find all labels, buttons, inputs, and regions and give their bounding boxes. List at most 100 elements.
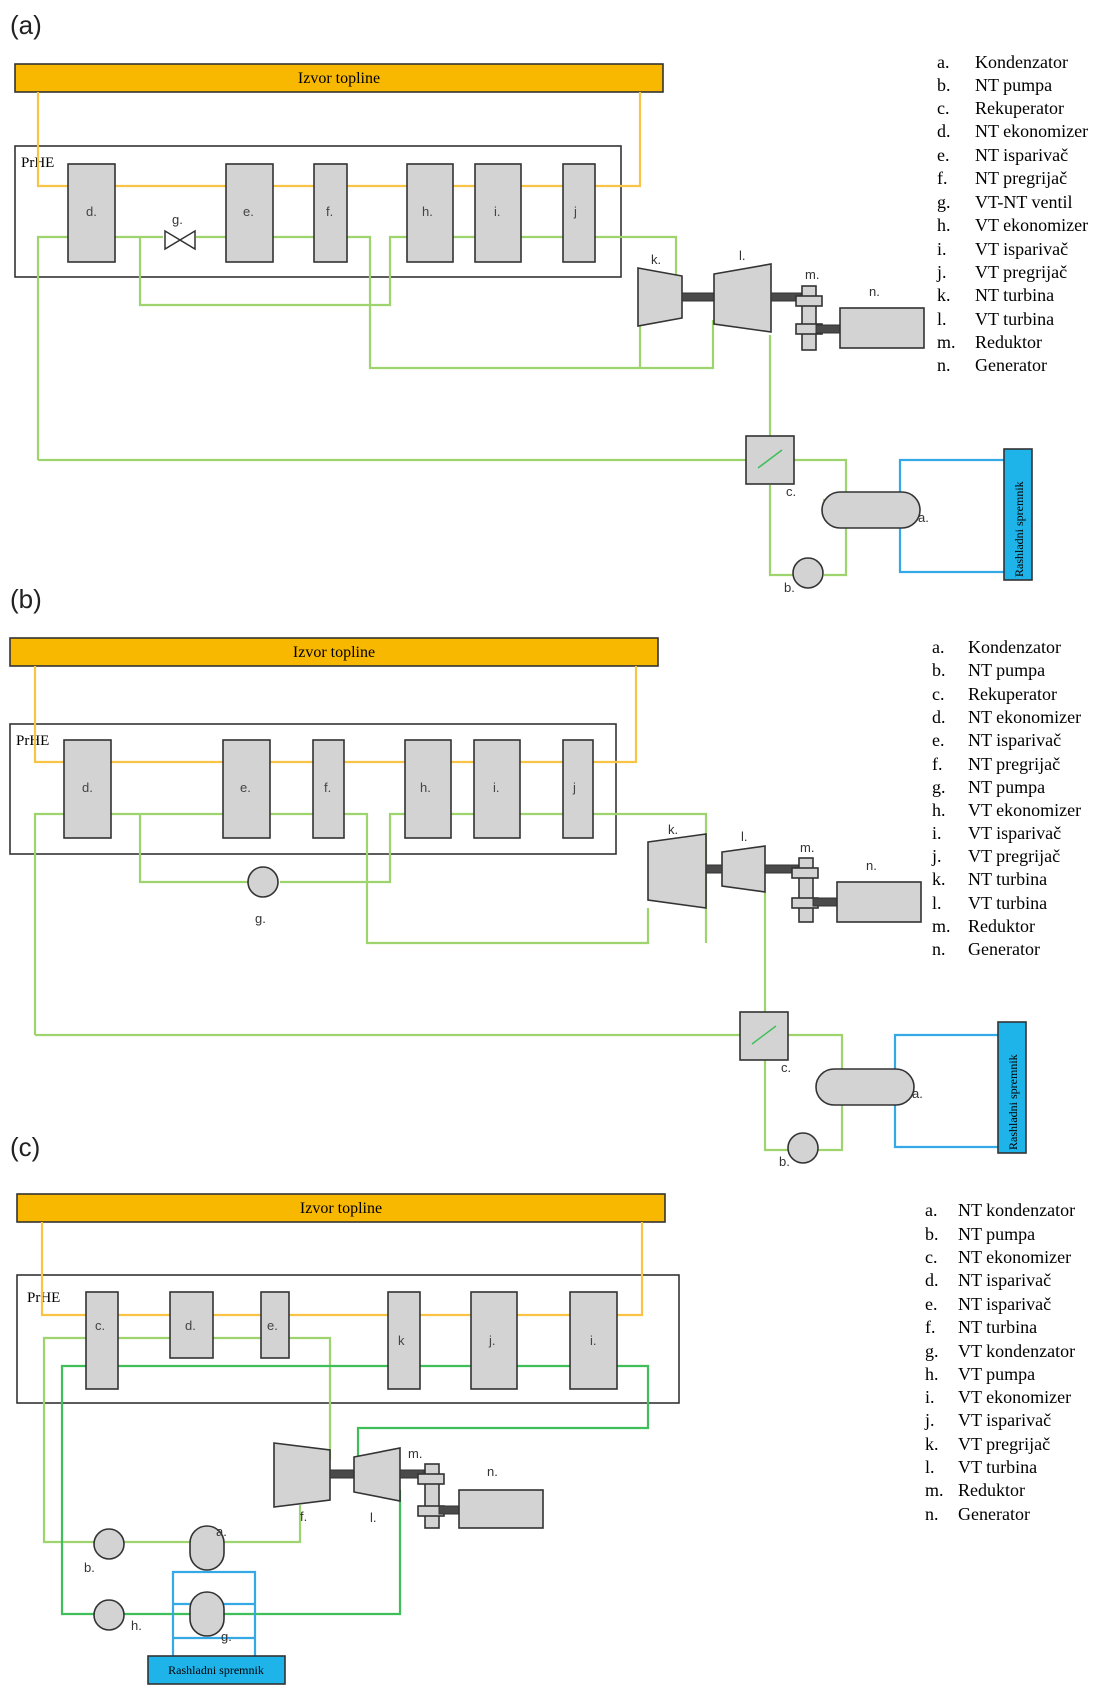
turbine-k-a (637, 267, 683, 327)
fluid-line-b-pump-recup (763, 1058, 790, 1152)
condenser-a-c (189, 1525, 225, 1571)
cooling-tank-a-label: Rashladni spremnik (1012, 481, 1026, 577)
legend-a-text-3: NT ekonomizer (975, 121, 1088, 141)
legend-b-key-11: l. (932, 893, 942, 913)
component-h-a-label: h. (422, 204, 433, 219)
component-d-b (63, 739, 112, 839)
legend-a-key-7: h. (937, 215, 951, 235)
legend-a-key-4: e. (937, 145, 950, 165)
component-f-b-label: f. (324, 780, 331, 795)
fluid-line-a-pump-recup (768, 485, 794, 577)
component-h-c-label: h. (131, 1618, 142, 1633)
component-m-b-label: m. (800, 840, 814, 855)
legend-c-text-10: VT pregrijač (958, 1434, 1050, 1454)
legend-a-text-6: VT-NT ventil (975, 192, 1073, 212)
legend-c-key-10: k. (925, 1434, 939, 1454)
gearbox-b-cap1 (791, 867, 819, 879)
legend-c: a.NT kondenzator b.NT pumpa c.NT ekonomi… (924, 1200, 1075, 1524)
component-c-b-label: c. (781, 1060, 791, 1075)
component-i-c-label: i. (590, 1333, 597, 1348)
legend-c-key-5: f. (925, 1317, 936, 1337)
heat-line-c (40, 1222, 644, 1317)
component-b-a-label: b. (784, 580, 795, 595)
component-c-c-label: c. (95, 1318, 105, 1333)
valve-icon-a-right (178, 229, 196, 251)
heat-source-label-a: Izvor topline (298, 70, 380, 87)
component-k-a-label: k. (651, 252, 661, 267)
coolant-line-c-outer (171, 1570, 257, 1675)
legend-b-key-7: h. (932, 800, 946, 820)
exchanger-frame-b (9, 723, 617, 855)
component-j-a (562, 163, 596, 263)
legend-c-text-9: VT isparivač (958, 1410, 1051, 1430)
legend-b-text-9: VT pregrijač (968, 846, 1060, 866)
legend-b-key-10: k. (932, 869, 946, 889)
component-d-c-label: d. (185, 1318, 196, 1333)
fluid-line-c-nt-left (42, 1336, 94, 1544)
panel-label-a: (a) (10, 10, 42, 40)
gearbox-c-cap1 (417, 1473, 445, 1485)
component-e-c (260, 1291, 290, 1359)
generator-b (836, 881, 922, 923)
legend-b-key-8: i. (932, 823, 942, 843)
legend-a-text-12: Reduktor (975, 332, 1042, 352)
heat-source-bar-a (14, 63, 664, 93)
shaft-b-3 (812, 897, 838, 907)
diagram-b: (b) Izvor topline PrHE d. e. f. h. i. (9, 584, 1081, 1169)
legend-c-key-11: l. (925, 1457, 935, 1477)
legend-b-text-8: VT isparivač (968, 823, 1061, 843)
cooling-tank-b (997, 1021, 1027, 1154)
legend-c-key-2: c. (925, 1247, 938, 1267)
recuperator-a-diag (757, 449, 783, 469)
legend-b-text-1: NT pumpa (968, 660, 1045, 680)
component-c-a-label: c. (786, 484, 796, 499)
legend-b-text-5: NT pregrijač (968, 754, 1060, 774)
component-l-c-label: l. (370, 1510, 377, 1525)
legend-c-text-3: NT isparivač (958, 1270, 1051, 1290)
legend-b-text-6: NT pumpa (968, 777, 1045, 797)
legend-a-text-9: VT pregrijač (975, 262, 1067, 282)
legend-a-text-8: VT isparivač (975, 239, 1068, 259)
component-c-c (85, 1291, 119, 1390)
legend-a-text-2: Rekuperator (975, 98, 1064, 118)
turbine-f-c (273, 1442, 331, 1508)
legend-c-key-7: h. (925, 1364, 939, 1384)
panel-label-b: (b) (10, 584, 42, 614)
recuperator-b-diag (751, 1025, 777, 1045)
valve-icon-a (164, 229, 182, 251)
component-e-b-label: e. (240, 780, 251, 795)
legend-a-key-12: m. (937, 332, 956, 352)
component-l-a-label: l. (739, 248, 746, 263)
recuperator-a (745, 435, 795, 485)
component-f-a (313, 163, 348, 263)
component-e-c-label: e. (267, 1318, 278, 1333)
component-f-c-label: f. (300, 1509, 307, 1524)
component-i-b (473, 739, 521, 839)
component-h-b-label: h. (420, 780, 431, 795)
fluid-line-a-j-to-l (595, 235, 678, 290)
diagram-c: (c) Izvor topline PrHE c. d. e. k (10, 1132, 1075, 1685)
legend-b-text-12: Reduktor (968, 916, 1035, 936)
component-i-c (569, 1291, 618, 1390)
component-g-b-label: g. (255, 911, 266, 926)
condenser-a (821, 491, 921, 529)
legend-b-key-3: d. (932, 707, 946, 727)
component-a-a-label: a. (918, 510, 929, 525)
fluid-line-c-e-to-f (289, 1336, 332, 1460)
generator-a (839, 307, 925, 349)
coolant-line-b-bottom (893, 1090, 1000, 1149)
legend-a-key-5: f. (937, 168, 948, 188)
legend-a-key-1: b. (937, 75, 951, 95)
legend-c-text-2: NT ekonomizer (958, 1247, 1071, 1267)
legend-a-text-5: NT pregrijač (975, 168, 1067, 188)
component-k-c-label: k (398, 1333, 405, 1348)
legend-c-text-12: Reduktor (958, 1480, 1025, 1500)
legend-c-key-1: b. (925, 1224, 939, 1244)
component-d-a (67, 163, 116, 263)
legend-a-key-3: d. (937, 121, 951, 141)
component-h-a (406, 163, 454, 263)
cooling-tank-c-label: Rashladni spremnik (168, 1663, 264, 1677)
legend-b-key-4: e. (932, 730, 945, 750)
shaft-c-1 (329, 1469, 355, 1479)
pump-g-b (247, 866, 279, 898)
